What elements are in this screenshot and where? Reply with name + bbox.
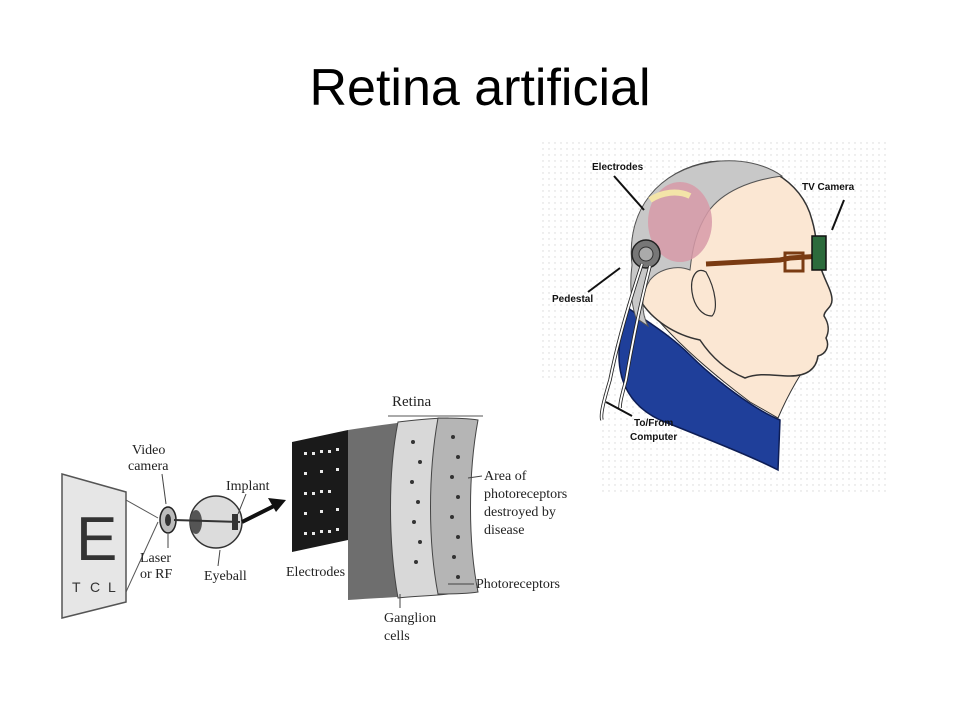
slide-title: Retina artificial [309, 59, 651, 117]
ear [691, 269, 716, 317]
shirt-collar [618, 306, 781, 472]
label-area-of: Area of [484, 469, 527, 484]
label-to-from: To/From [634, 418, 673, 429]
label-video: Video [132, 443, 165, 458]
chart-letter-c: C [90, 579, 100, 595]
brain-area [648, 182, 712, 262]
tv-camera [811, 235, 827, 271]
label-cells: cells [384, 629, 410, 644]
label-laser: Laser [140, 551, 171, 566]
label-tv-camera: TV Camera [802, 182, 855, 193]
label-implant: Implant [226, 479, 270, 494]
label-electrodes: Electrodes [286, 565, 345, 580]
glasses-lens [783, 251, 805, 273]
label-electrodes: Electrodes [592, 162, 644, 173]
label-photoreceptors: Photoreceptors [476, 577, 560, 592]
label-or-rf: or RF [140, 567, 173, 582]
label-computer: Computer [630, 432, 677, 443]
arrow-head [268, 498, 286, 512]
chart-letter-e: E [76, 505, 117, 574]
implant-electrode-grid [304, 448, 339, 535]
label-photoreceptors-line: photoreceptors [484, 487, 567, 502]
label-destroyed-by: destroyed by [484, 505, 556, 520]
retina-ganglion-layer [430, 417, 479, 595]
head-figure: Electrodes TV Camera Pedestal To/From Co… [540, 140, 888, 492]
retina-cell-dots [410, 435, 460, 579]
eye-figure: E T C L Video camera Laser or RF Eyeball… [28, 382, 598, 682]
chart-letter-t: T [72, 579, 81, 595]
label-disease: disease [484, 523, 524, 538]
eye-chart [61, 473, 127, 619]
label-ganglion: Ganglion [384, 611, 436, 626]
label-camera: camera [128, 459, 169, 474]
label-eyeball: Eyeball [204, 569, 247, 584]
chart-letter-l: L [108, 579, 116, 595]
label-pedestal: Pedestal [552, 294, 593, 305]
electrode-strip [648, 189, 692, 203]
label-retina: Retina [392, 394, 431, 410]
